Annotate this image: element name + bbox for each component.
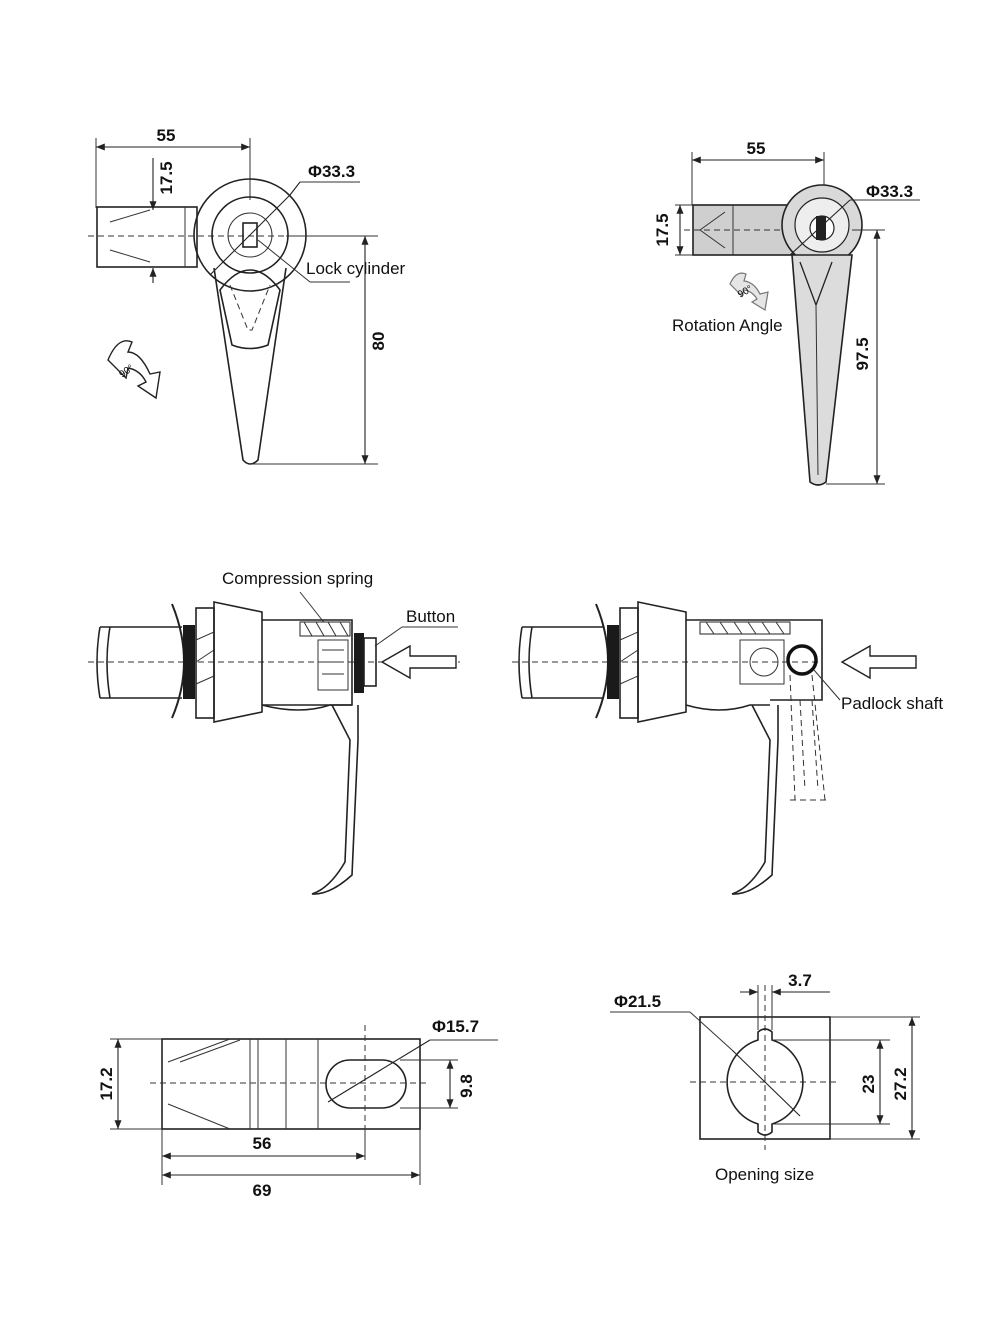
label-button: Button [406,607,455,626]
top-right-view: 55 17.5 Φ33.3 97.5 90° [653,139,920,486]
bottom-right-view: 3.7 Φ21.5 23 27.2 Opening size [610,971,920,1184]
dim-bottom-right-outer: 27.2 [891,1067,910,1100]
dim-top-right-diameter: Φ33.3 [866,182,913,201]
rotation-arrow-icon: 90° [729,272,769,311]
middle-right-view: Padlock shaft [512,601,943,895]
dim-bottom-right-slot-width: 3.7 [788,971,812,990]
label-rotation-angle: Rotation Angle [672,316,783,335]
bottom-left-view: 17.2 Φ15.7 9.8 56 69 [97,1017,498,1200]
dim-bottom-left-diameter: Φ15.7 [432,1017,479,1036]
dim-bottom-right-diameter: Φ21.5 [614,992,661,1011]
dim-top-right-length: 97.5 [853,337,872,370]
dim-top-left-diameter: Φ33.3 [308,162,355,181]
arrow-right-icon [840,644,917,680]
dim-top-left-length: 80 [369,332,388,351]
arrow-right-icon [380,644,457,680]
dim-bottom-left-slot: 9.8 [457,1074,476,1098]
middle-left-view: Compression spring Button [88,569,460,895]
label-padlock-shaft: Padlock shaft [841,694,943,713]
dim-bottom-left-len-outer: 69 [253,1181,272,1200]
dim-top-right-height: 17.5 [653,213,672,246]
label-compression-spring: Compression spring [222,569,373,588]
top-left-view: 55 17.5 Φ33.3 Lock cylinder [88,126,406,465]
dim-top-right-width: 55 [747,139,766,158]
dim-bottom-left-height: 17.2 [97,1067,116,1100]
dim-top-left-height: 17.5 [157,161,176,194]
dim-bottom-left-len-inner: 56 [253,1134,272,1153]
label-opening-size: Opening size [715,1165,814,1184]
label-lock-cylinder: Lock cylinder [306,259,406,278]
rotation-arrow-icon: 90° [107,340,161,400]
dim-top-left-width: 55 [157,126,176,145]
dim-bottom-right-inner: 23 [859,1075,878,1094]
